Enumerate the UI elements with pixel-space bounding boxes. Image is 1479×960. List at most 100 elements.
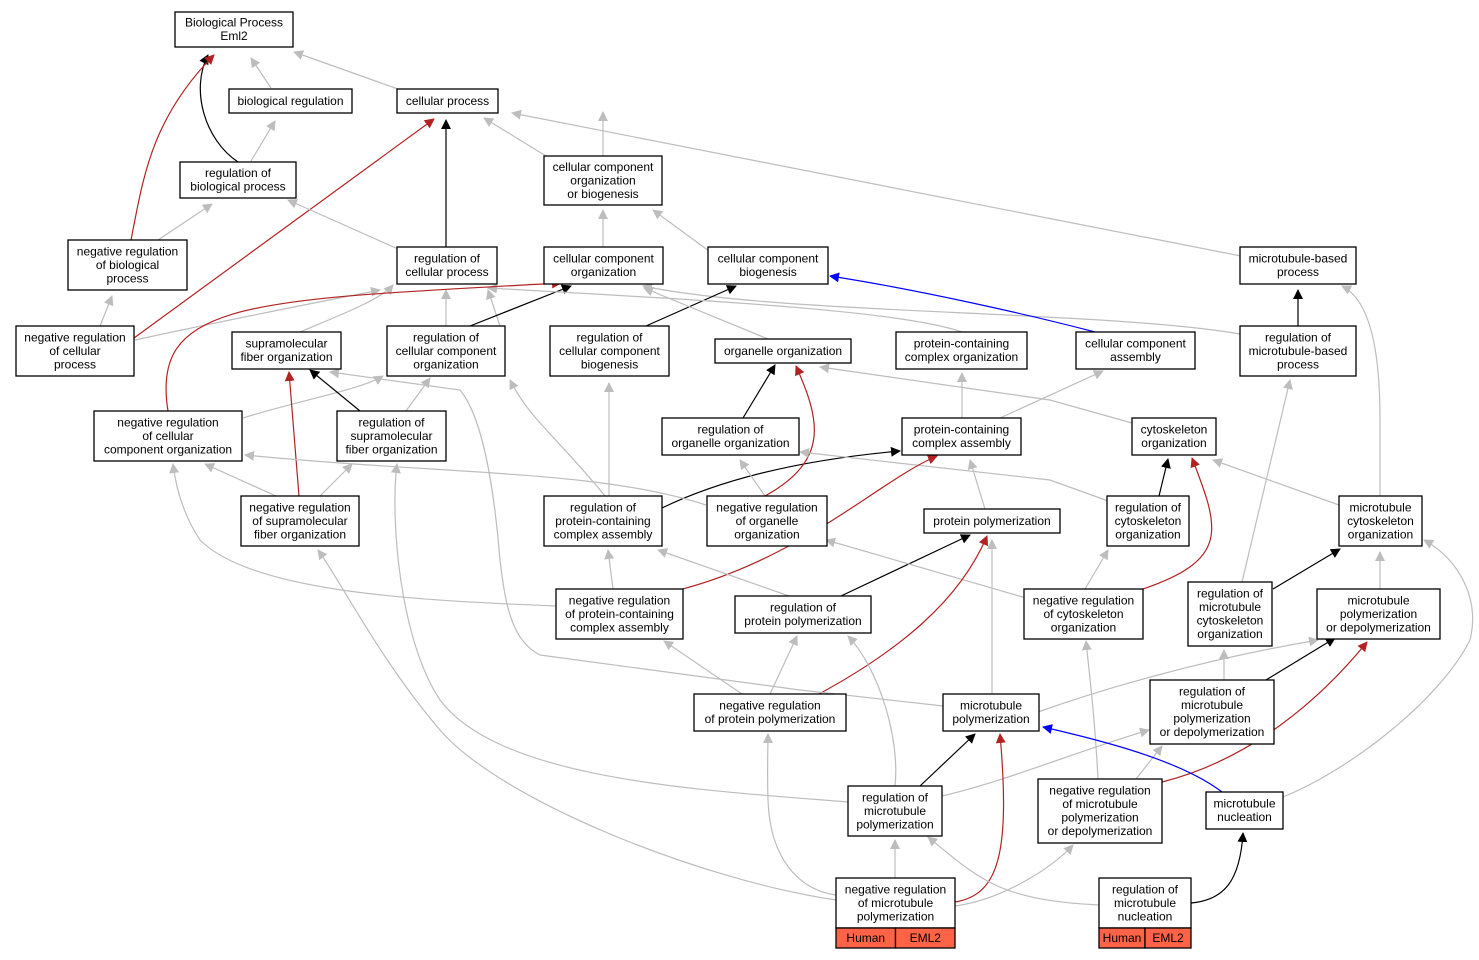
go-term-label: regulation of — [862, 790, 929, 804]
go-term-label: organization — [1051, 620, 1116, 634]
is-a-edge — [511, 109, 1242, 257]
is-a-edge — [329, 368, 944, 707]
go-term-label: regulation of — [697, 423, 764, 437]
go-term-box — [847, 785, 943, 837]
go-term-label: cellular component — [396, 344, 497, 358]
go-term-label: of cellular — [49, 344, 100, 358]
go-term-label: cytoskeleton — [1115, 514, 1182, 528]
go-term-node[interactable]: biological regulation — [228, 88, 353, 114]
species-annotation-cell: Human — [1098, 927, 1146, 949]
go-term-label: complex assembly — [912, 436, 1011, 450]
go-term-label: biogenesis — [739, 265, 796, 279]
is-a-edge — [487, 283, 963, 333]
negatively-regulates-edge — [954, 733, 1006, 903]
go-term-label: organization — [1348, 527, 1413, 541]
go-term-label: biological process — [190, 180, 285, 194]
go-term-label: organization — [734, 527, 799, 541]
go-term-label: supramolecular — [245, 337, 327, 351]
go-term-box — [386, 325, 506, 377]
go-term-node[interactable]: regulation ofmicrotubulepolymerizationor… — [1149, 679, 1275, 745]
go-term-label: cellular component — [1085, 337, 1186, 351]
go-term-label: or biogenesis — [567, 187, 638, 201]
go-term-label: organelle organization — [671, 436, 789, 450]
is-a-edge — [1341, 285, 1381, 496]
go-term-label: protein polymerization — [933, 514, 1050, 528]
go-term-label: polymerization — [1061, 811, 1138, 825]
is-a-edge — [486, 289, 501, 327]
go-term-label: fiber organization — [254, 527, 346, 541]
annotation-cell-label: EML2 — [1152, 931, 1184, 945]
go-term-box — [734, 595, 872, 634]
go-term-box — [714, 338, 852, 364]
is-a-edge — [509, 379, 606, 497]
part-of-edge — [469, 284, 572, 327]
go-term-label: regulation of — [205, 166, 272, 180]
is-a-edge — [604, 549, 615, 590]
go-term-box — [174, 11, 294, 48]
go-term-box — [661, 417, 800, 456]
go-term-label: organization — [570, 173, 635, 187]
part-of-edge — [1158, 458, 1171, 497]
go-term-label: process — [106, 271, 148, 285]
part-of-edge — [661, 446, 901, 509]
go-term-label: polymerization — [952, 712, 1029, 726]
is-a-edge — [847, 635, 897, 787]
go-term-node[interactable]: organelle organization — [714, 338, 852, 364]
go-term-box — [549, 325, 670, 377]
go-term-box — [923, 508, 1061, 534]
go-term-box — [706, 495, 828, 547]
go-term-node[interactable]: cellular process — [396, 88, 499, 114]
is-a-edge — [954, 844, 1074, 907]
go-term-label: biological regulation — [237, 94, 343, 108]
go-term-node[interactable]: regulation ofmicrotubulecytoskeletonorga… — [1187, 581, 1273, 647]
go-term-box — [240, 495, 360, 547]
go-term-label: negative regulation — [1033, 593, 1134, 607]
go-term-label: fiber organization — [345, 442, 437, 456]
go-term-label: regulation of — [770, 601, 837, 615]
go-term-box — [1131, 417, 1217, 456]
go-term-label: polymerization — [856, 817, 933, 831]
go-term-box — [15, 325, 135, 377]
go-term-label: regulation of — [570, 500, 637, 514]
go-term-node[interactable]: protein polymerization — [923, 508, 1061, 534]
go-term-box — [543, 246, 664, 285]
part-of-edge — [742, 364, 776, 419]
is-a-edge — [941, 727, 1150, 797]
